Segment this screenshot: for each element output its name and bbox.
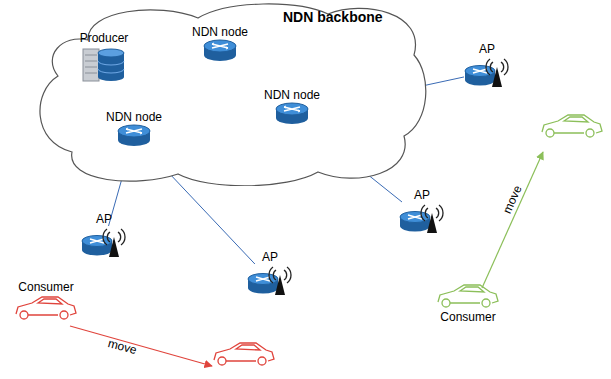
moved-car (542, 115, 602, 137)
moved-car (214, 343, 274, 365)
node-icon (436, 282, 500, 310)
consumer-car: Consumer (436, 282, 500, 324)
node-label: AP (96, 212, 112, 226)
producer-server: Producer (80, 31, 129, 85)
backbone-cloud: NDN backboneProducerNDN nodeNDN nodeNDN … (28, 0, 428, 186)
node-icon (202, 39, 238, 63)
node-label: AP (414, 188, 430, 202)
ndn-router: NDN node (192, 25, 248, 63)
move-label: move (106, 336, 138, 357)
access-point: AP (399, 188, 445, 234)
node-icon (116, 124, 152, 148)
node-label: NDN node (192, 25, 248, 39)
cloud-title: NDN backbone (283, 9, 383, 25)
consumer-car: Consumer (14, 280, 78, 322)
node-label: Producer (80, 31, 129, 45)
move-arrow (70, 326, 212, 366)
move-arrow (482, 152, 543, 288)
node-icon (247, 264, 293, 296)
ndn-router: NDN node (264, 88, 320, 126)
access-point: AP (81, 212, 127, 258)
node-icon (82, 45, 126, 85)
node-label: Consumer (440, 310, 495, 324)
node-label: Consumer (18, 280, 73, 294)
node-label: NDN node (106, 110, 162, 124)
access-point: AP (247, 250, 293, 296)
access-point: AP (464, 42, 510, 88)
node-icon (274, 102, 310, 126)
move-label: move (500, 183, 525, 216)
node-icon (14, 294, 78, 322)
node-label: AP (479, 42, 495, 56)
node-icon (464, 56, 510, 88)
node-label: NDN node (264, 88, 320, 102)
node-label: AP (262, 250, 278, 264)
node-icon (81, 226, 127, 258)
ndn-router: NDN node (106, 110, 162, 148)
node-icon (399, 202, 445, 234)
